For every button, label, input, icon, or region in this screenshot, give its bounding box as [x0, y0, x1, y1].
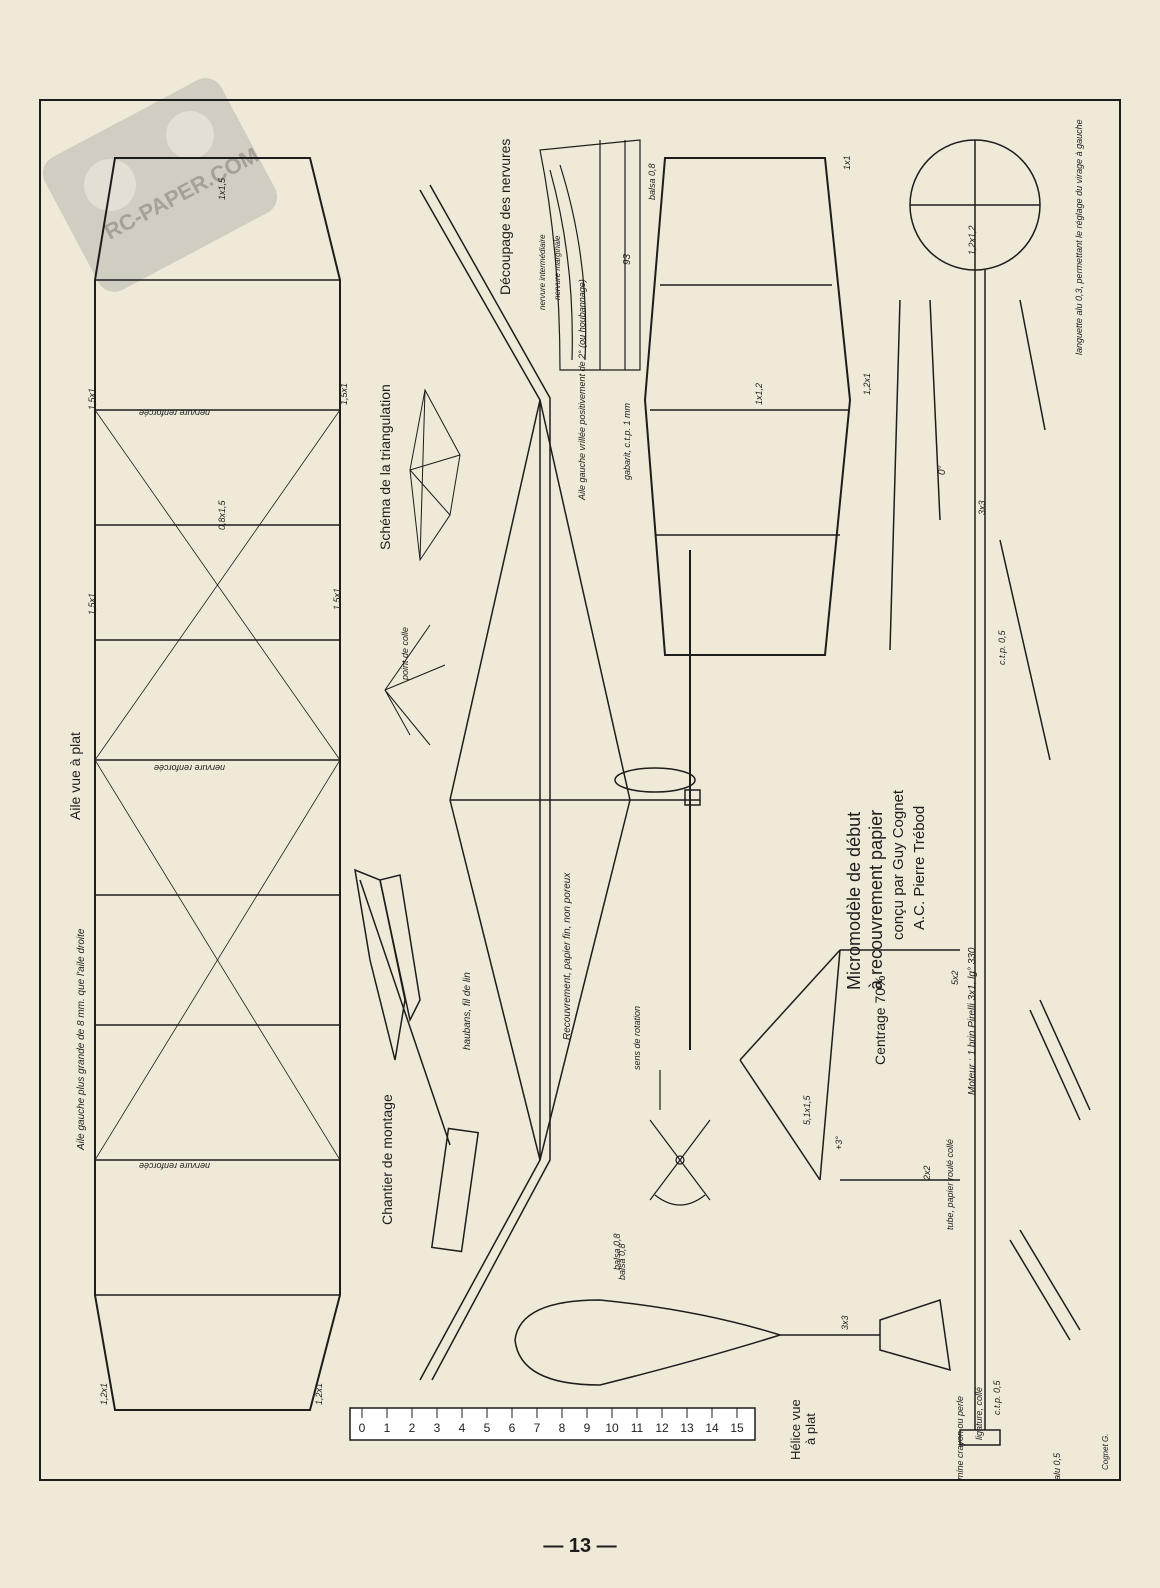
dim-52-label: 5x2	[950, 970, 960, 985]
covering-label: Recouvrement, papier fin, non poreux	[562, 872, 573, 1040]
triangulation-title: Schéma de la triangulation	[377, 384, 393, 550]
title-line-2: à recouvrement papier	[866, 810, 886, 990]
rib-dim-label: 93	[622, 253, 633, 265]
wing-dim-4: 1,5x1	[339, 383, 349, 405]
tab-adjust-label: languette alu 0,3, permettant le réglage…	[1074, 119, 1084, 355]
stab-dim-2: 1x1,2	[754, 383, 764, 405]
ruler-label-2: 2	[409, 1421, 416, 1435]
plan-frame	[39, 99, 1121, 1481]
assembly-jig	[354, 868, 480, 1253]
ruler-label-13: 13	[680, 1421, 694, 1435]
stab-dim-3: 1,2x1	[862, 373, 872, 395]
wing-dim-7: 1x1,5	[217, 177, 227, 200]
centrage-label: Centrage 70%	[872, 975, 888, 1065]
stab-dim-1: 1x1	[842, 155, 852, 170]
zero-angle-label: 0°	[937, 465, 948, 475]
wing-rib-label-3: nervure renforcée	[139, 1161, 210, 1171]
ruler-label-4: 4	[459, 1421, 466, 1435]
ruler-label-12: 12	[655, 1421, 669, 1435]
left-wing-twist-label: Aile gauche vrillée positivement de 2° (…	[577, 279, 587, 501]
ruler-label-14: 14	[705, 1421, 719, 1435]
motor-label: Moteur : 1 brin Pirelli 3x1, lg° 330	[967, 947, 978, 1095]
wing-title: Aile vue à plat	[67, 732, 83, 820]
rib-cutting-pattern	[539, 139, 641, 371]
wing-dim-3: 1,5x1	[87, 388, 97, 410]
signature: Cognet G.	[1101, 1434, 1110, 1470]
wing-rib-label-1: nervure renforcée	[139, 408, 210, 418]
ruler-label-0: 0	[359, 1421, 366, 1435]
prop-rotation-figure	[649, 1070, 711, 1206]
ruler-label-3: 3	[434, 1421, 441, 1435]
dim-22-label: 2x2	[922, 1165, 932, 1181]
rigging-label: haubans, fil de lin	[462, 972, 473, 1050]
fuselage-side-view	[419, 184, 701, 1381]
title-line-4: A.C. Pierre Trébod	[911, 806, 928, 930]
motor-stick	[739, 139, 1091, 1446]
title-line-3: conçu par Guy Cognet	[890, 789, 907, 940]
glue-point-label: point de colle	[400, 627, 410, 681]
watermark-logo: RC-PAPER.COM	[42, 78, 278, 292]
rib-intermediate-label: nervure intermédiaire	[538, 234, 547, 310]
tube-label: tube, papier roulé collé	[945, 1139, 955, 1230]
ruler-label-11: 11	[631, 1421, 644, 1435]
wing-rib-label-2: nervure renforcée	[154, 763, 225, 773]
wing-plan	[94, 157, 341, 1411]
ruler-label-10: 10	[605, 1421, 619, 1435]
ctp05-label: c.t.p. 0,5	[997, 629, 1007, 665]
page-number: — 13 —	[543, 1535, 617, 1557]
ruler-label-9: 9	[584, 1421, 591, 1435]
rib-balsa-label: balsa 0,8	[647, 163, 657, 200]
ruler-label-8: 8	[559, 1421, 566, 1435]
wing-dim-5: 1,5x1	[87, 593, 97, 615]
wing-dim-8: 0,8x1,5	[217, 499, 227, 530]
ruler-label-5: 5	[484, 1421, 491, 1435]
pencil-lead-label: mine crayon ou perle	[955, 1396, 965, 1480]
propeller-balsa-label: balsa 0,8	[617, 1243, 627, 1280]
rib-marginal-label: nervure marginale	[553, 235, 562, 300]
propeller-balsa: balsa 0,8	[612, 1233, 622, 1270]
dim-33-label: 3x3	[977, 500, 987, 515]
stabilizer-plan	[643, 157, 852, 656]
dim-12-label: 1,2x1,2	[967, 225, 977, 255]
propeller-title-1: Hélice vue	[788, 1399, 803, 1460]
ruler-label-15: 15	[730, 1421, 744, 1435]
jig-title: Chantier de montage	[379, 1094, 395, 1225]
rotation-label: sens de rotation	[632, 1006, 642, 1070]
title-line-1: Micromodèle de début	[844, 812, 864, 990]
triangulation-schema	[384, 388, 461, 746]
ruler-label-6: 6	[509, 1421, 516, 1435]
stab-angle-label: +3°	[834, 1136, 844, 1150]
ligature-label: ligature, collé	[974, 1387, 984, 1440]
ribs-title: Découpage des nervures	[497, 139, 513, 295]
alu-label: alu 0,5	[1052, 1452, 1062, 1480]
propeller-flat-view	[514, 1299, 951, 1386]
ruler-label-7: 7	[534, 1421, 541, 1435]
wing-dim-2: 1,2x1	[314, 1383, 324, 1405]
wing-dim-1: 1,2x1	[99, 1383, 109, 1405]
wing-dim-6: 1,5x1	[332, 588, 342, 610]
ctp-bottom-label: c.t.p. 0,5	[992, 1379, 1002, 1415]
propeller-title-2: à plat	[803, 1413, 818, 1445]
rib-template-label: gabarit, c.t.p. 1 mm	[622, 402, 632, 480]
dim-515-label: 5,1x1,5	[802, 1094, 812, 1125]
ruler-label-1: 1	[384, 1421, 391, 1435]
propeller-dim: 3x3	[840, 1315, 850, 1330]
wing-note: Aile gauche plus grande de 8 mm. que l'a…	[76, 928, 87, 1151]
